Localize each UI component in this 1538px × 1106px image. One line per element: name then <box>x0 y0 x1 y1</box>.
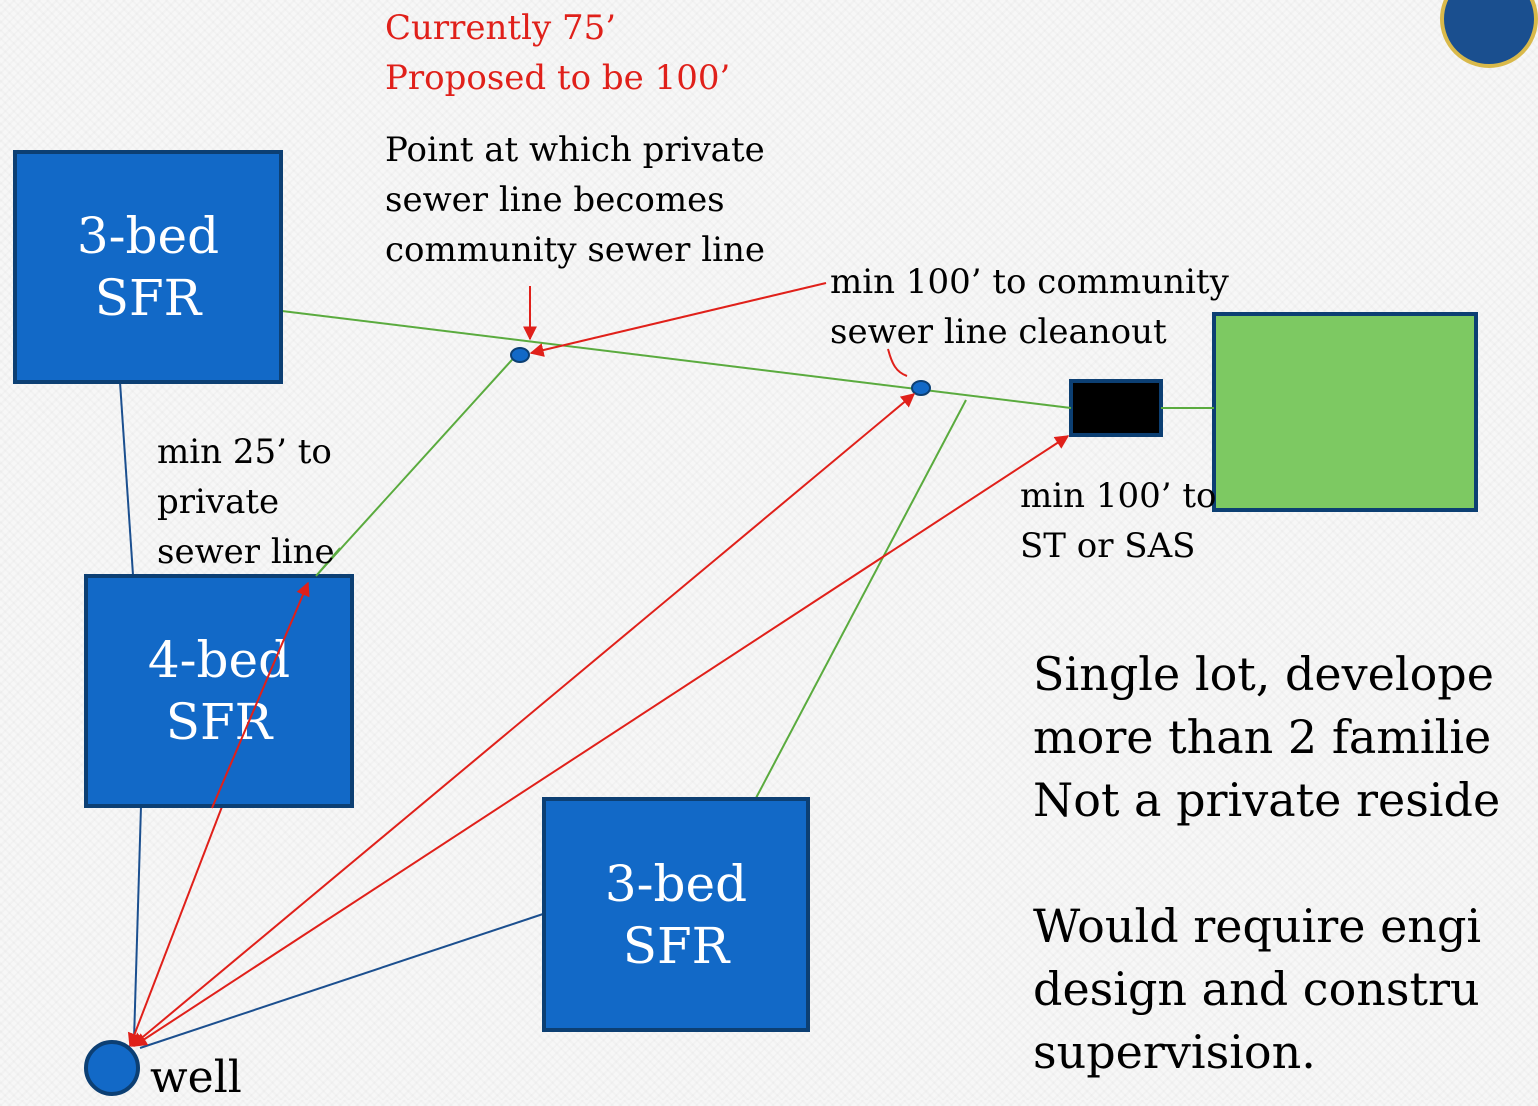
pointer-arrow-cleanout <box>887 348 908 377</box>
well-marker <box>84 1040 140 1096</box>
regulation-note: Currently 75’ Proposed to be 100’ <box>385 3 730 103</box>
house-3bed-bottom: 3-bed SFR <box>542 797 810 1032</box>
private-sewer-line-3bed <box>755 399 967 799</box>
septic-distance-label: min 100’ to ST or SAS <box>1020 476 1217 566</box>
body-paragraph-2: Would require engi design and constru su… <box>1033 899 1482 1079</box>
house-3bed-top: 3-bed SFR <box>13 150 283 384</box>
house-4bed: 4-bed SFR <box>84 574 354 808</box>
house-label-line1: 4-bed <box>147 631 291 689</box>
main-sewer-line <box>281 310 1072 409</box>
current-setback-text: Currently 75’ <box>385 8 617 48</box>
cleanout-distance-label: min 100’ to community sewer line cleanou… <box>830 262 1229 352</box>
water-line-house1 <box>119 381 134 576</box>
body-paragraph-1: Single lot, develope more than 2 familie… <box>1033 647 1501 827</box>
arrow-to-transition-point <box>529 282 827 357</box>
water-line-house3 <box>139 913 544 1049</box>
house-label-line2: SFR <box>165 693 273 751</box>
transition-cleanout-marker <box>510 347 530 363</box>
private-sewer-line-4bed <box>315 350 521 577</box>
water-line-house2 <box>133 805 142 1041</box>
house-label-line1: 3-bed <box>604 854 748 913</box>
house-label-line2: SFR <box>622 916 730 975</box>
arrow-well-to-septic-tank <box>132 435 1070 1047</box>
community-cleanout-marker <box>911 380 931 396</box>
proposed-setback-text: Proposed to be 100’ <box>385 58 731 98</box>
well-label: well <box>150 1052 242 1103</box>
septic-tank <box>1069 379 1163 437</box>
house-label-line1: 3-bed <box>76 207 220 265</box>
transition-point-label: Point at which private sewer line become… <box>385 130 765 270</box>
soil-absorption-field <box>1212 312 1478 512</box>
house-label-line2: SFR <box>94 269 202 327</box>
site-plan-lines <box>84 282 1478 1096</box>
private-sewer-distance-label: min 25’ to private sewer line <box>157 432 335 572</box>
